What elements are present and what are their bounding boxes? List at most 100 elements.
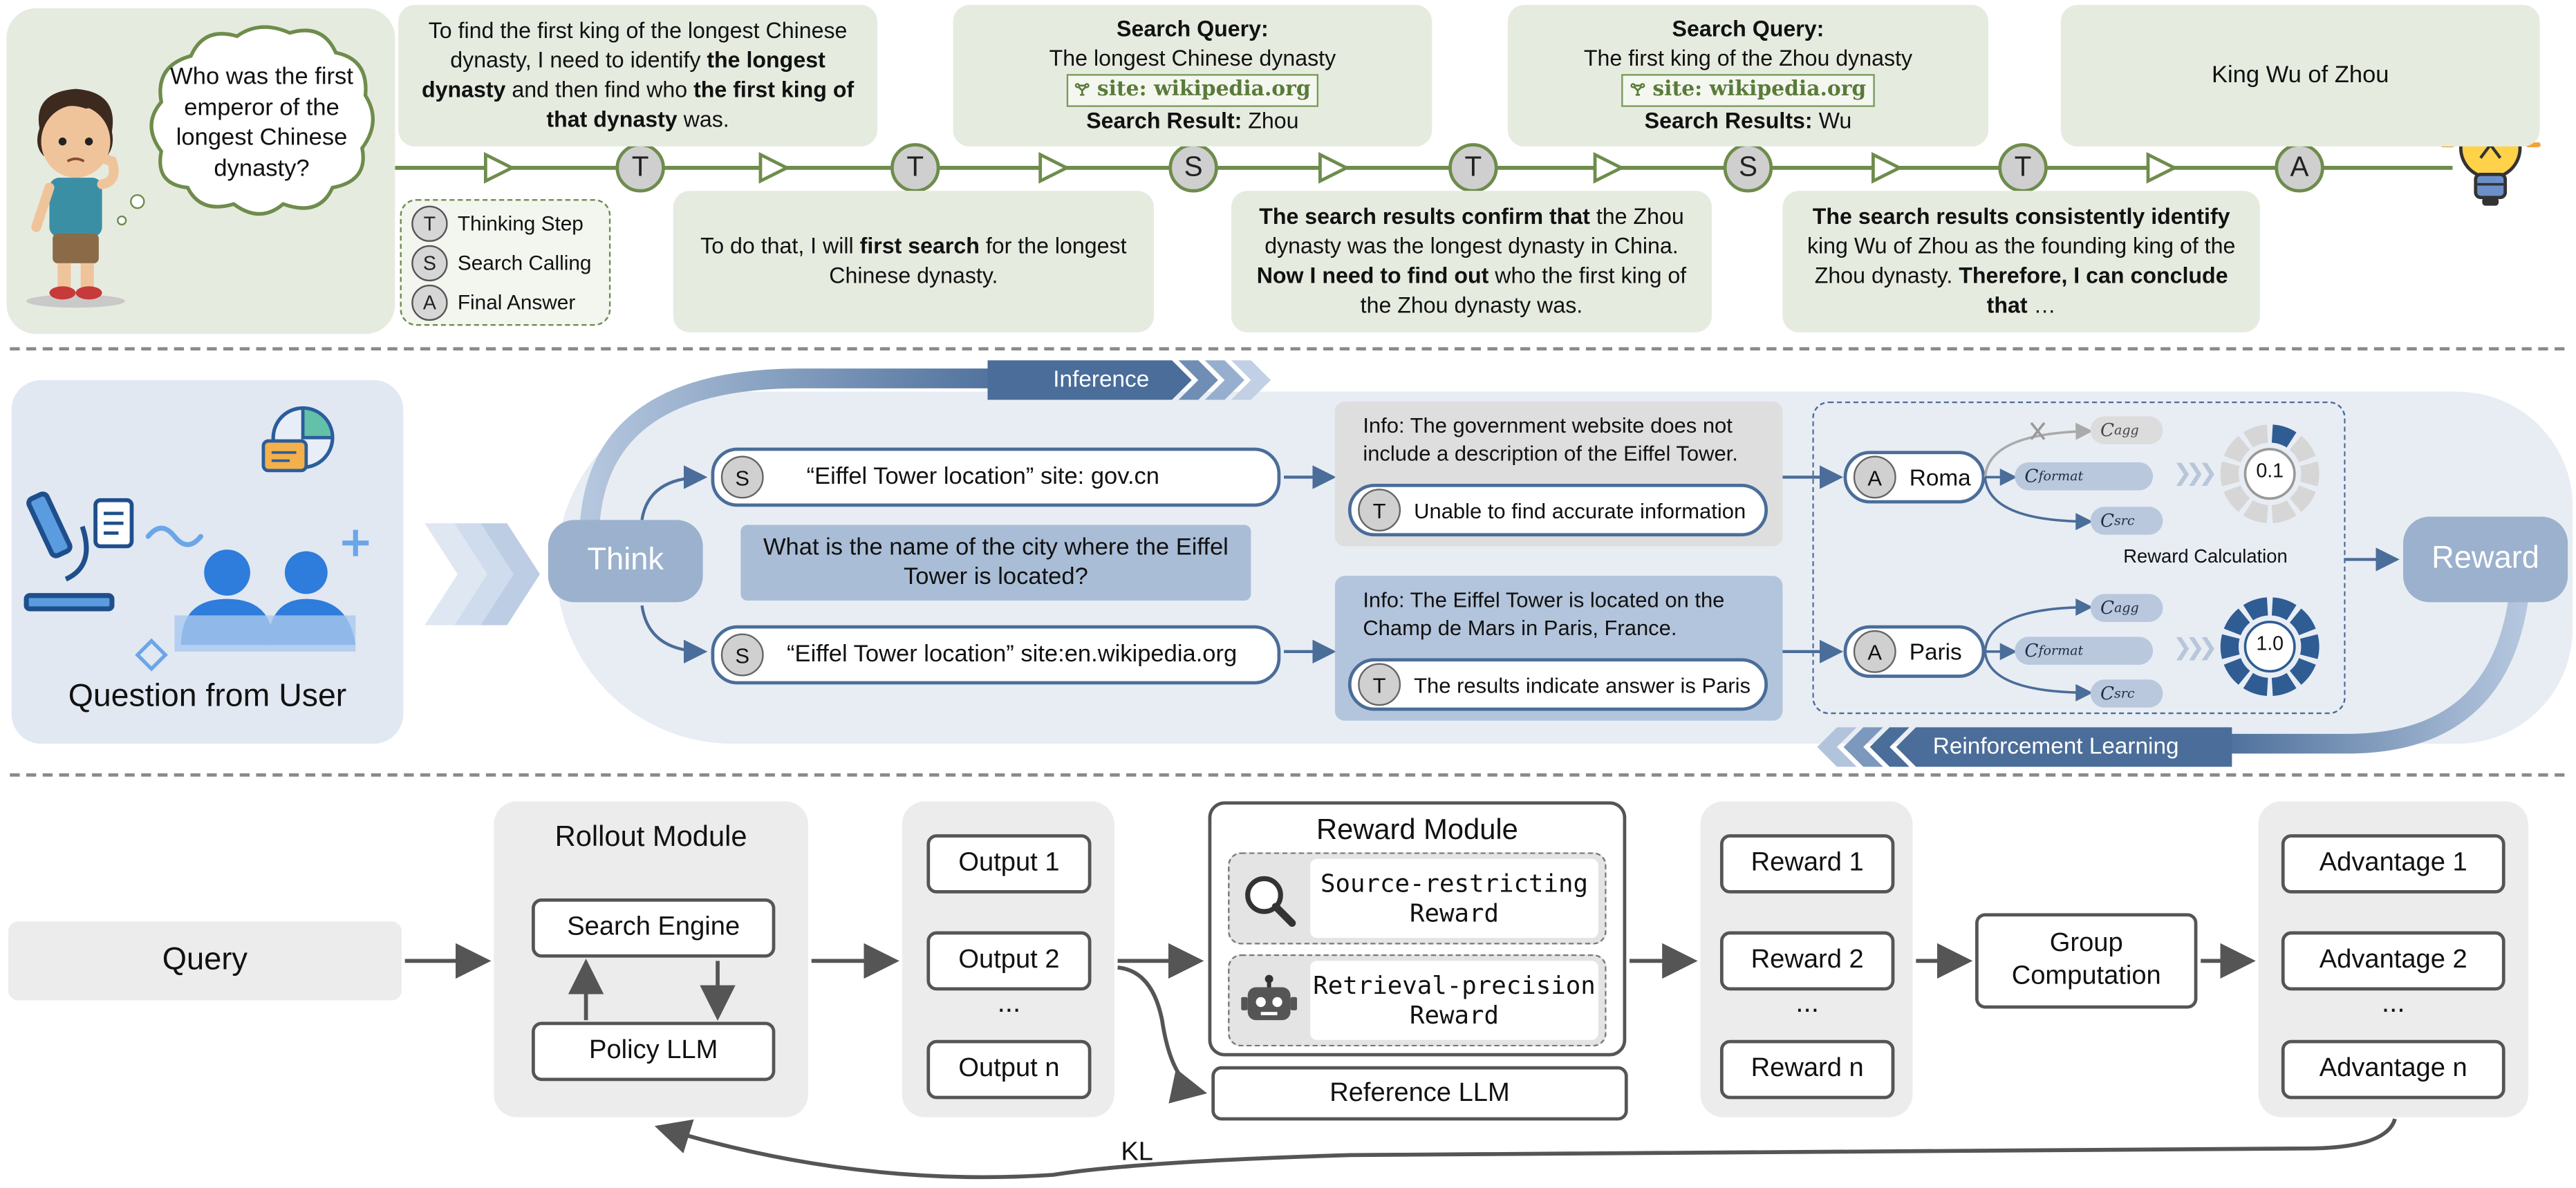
answer-text: Paris [1909, 638, 1962, 665]
rollout-title: Rollout Module [554, 819, 747, 853]
chain-node-S: S [1723, 143, 1773, 193]
score-value-low: 0.1 [2256, 459, 2284, 482]
reward-module-title: Reward Module [1316, 813, 1518, 846]
reward-value-label: Reward 1 [1751, 849, 1864, 877]
answer-A-icon: A [1853, 455, 1896, 499]
middle-question-box: What is the name of the city where the E… [740, 525, 1251, 601]
bold-text: Therefore, I can conclude that [1959, 263, 2228, 318]
question-from-user-label: Question from User [68, 677, 347, 715]
text: king Wu of Zhou as the founding king of … [1807, 234, 2236, 288]
retrieval-reward-label: Retrieval-precision Reward [1313, 970, 1596, 1030]
cloud-dot [130, 194, 145, 209]
reference-llm-label: Reference LLM [1329, 1078, 1510, 1107]
legend-A-icon: A [411, 284, 448, 321]
flow-chevrons-icon [424, 523, 540, 625]
search-query-heading: Search Query: [1672, 16, 1824, 41]
think-gov: T Unable to find accurate information [1347, 483, 1768, 537]
thought-bubble-1: To find the first king of the longest Ch… [398, 5, 877, 147]
bold-text: The search results consistently identify [1812, 204, 2230, 229]
boy-illustration [26, 88, 125, 308]
kl-label: KL [1121, 1138, 1153, 1167]
middle-question-text: What is the name of the city where the E… [763, 534, 1229, 591]
bold-text: Now I need to find out [1256, 263, 1489, 288]
gauge-segment [2223, 435, 2250, 463]
advantage-label: Advantage n [2319, 1055, 2467, 1083]
c-symbol: C [2024, 640, 2039, 662]
search-result-label: Search Results: [1644, 109, 1813, 133]
advantage-label: Advantage 2 [2319, 945, 2467, 974]
reward-ellipsis: ... [1795, 987, 1820, 1019]
gauge-center [2243, 621, 2296, 673]
text: and then find who [505, 77, 694, 102]
search-S-icon: S [720, 633, 764, 677]
answer-text: Roma [1909, 464, 1971, 491]
gauge-segment [2271, 672, 2297, 696]
gauge-segment [2271, 424, 2297, 448]
output-label: Output n [958, 1055, 1060, 1083]
c-subscript: src [2114, 513, 2135, 529]
reference-llm-box: Reference LLM [1211, 1066, 1628, 1121]
think-label: Think [587, 543, 664, 578]
info-text-gov: Info: The government website does not in… [1363, 413, 1738, 466]
advantage-box: Advantage 2 [2281, 931, 2505, 991]
search-call-gov: S “Eiffel Tower location” site: gov.cn [711, 447, 1281, 507]
gauge-segment [2243, 672, 2268, 696]
legend-item-answer: A Final Answer [411, 284, 575, 321]
gauge-segment [2299, 461, 2320, 487]
text: for the longest Chinese dynasty. [829, 234, 1127, 288]
c-symbol: C [2100, 510, 2115, 532]
retrieval-reward-inner: Retrieval-precision Reward [1310, 961, 1598, 1040]
c-subscript: src [2114, 686, 2135, 701]
chain-node-T: T [615, 143, 665, 193]
legend-label: Search Calling [457, 252, 592, 275]
reward-calculation-label: Reward Calculation [2123, 547, 2288, 568]
search-engine-label: Search Engine [567, 913, 740, 941]
search-bubble-1: Search Query: The longest Chinese dynast… [953, 5, 1432, 147]
score-value-high: 1.0 [2256, 632, 2284, 655]
score-gauge-low [2220, 424, 2320, 523]
advantage-ellipsis: ... [2381, 987, 2405, 1019]
legend-T-icon: T [411, 205, 448, 242]
text: the Zhou dynasty was the longest dynasty… [1264, 204, 1684, 258]
gauge-segment [2243, 500, 2268, 523]
answer-paris: A Paris [1843, 625, 1986, 678]
gauge-segment [2299, 634, 2320, 659]
advantage-label: Advantage 1 [2319, 849, 2467, 877]
output-label: Output 1 [958, 849, 1060, 877]
gauge-segment [2271, 597, 2297, 621]
output-label: Output 2 [958, 945, 1060, 974]
info-text-wiki: Info: The Eiffel Tower is located on the… [1363, 587, 1725, 641]
reasoning-timeline [395, 151, 2453, 184]
pipeline-arrows [404, 943, 2397, 1180]
thought-bubble-2: To do that, I will first search for the … [673, 191, 1154, 332]
inference-label: Inference [1053, 365, 1150, 392]
group-computation-box: Group Computation [1975, 913, 2198, 1009]
site-filter-tag: site: wikipedia.org [1096, 75, 1311, 101]
legend-item-thinking: T Thinking Step [411, 205, 584, 242]
search-call-text: “Eiffel Tower location” site: gov.cn [806, 464, 1160, 491]
search-bubble-2: Search Query: The first king of the Zhou… [1507, 5, 1989, 147]
output-box: Output n [926, 1039, 1092, 1100]
output-box: Output 2 [926, 931, 1092, 991]
legend-item-search: S Search Calling [411, 245, 592, 282]
source-reward-label: Source-restricting Reward [1320, 869, 1588, 928]
query-box: Query [8, 921, 402, 1001]
search-result-value: Wu [1812, 109, 1852, 133]
output-box: Output 1 [926, 834, 1092, 894]
reward-box: Reward 1 [1719, 834, 1895, 894]
reward-value-label: Reward n [1751, 1055, 1864, 1083]
chain-node-T: T [890, 143, 940, 193]
legend-label: Thinking Step [457, 212, 584, 236]
site-filter-tag: site: wikipedia.org [1652, 75, 1867, 101]
legend-S-icon: S [411, 245, 448, 282]
robot-icon [1241, 974, 1298, 1021]
think-T-icon: T [1358, 663, 1401, 706]
search-S-icon: S [720, 455, 764, 499]
c-subscript: agg [2114, 422, 2139, 438]
reward-calculation-region [1812, 401, 2346, 715]
bold-text: first search [859, 234, 980, 258]
inference-banner [987, 360, 1271, 400]
thought-bubble-3: The search results confirm that the Zhou… [1231, 191, 1712, 332]
text: To do that, I will [700, 234, 860, 258]
